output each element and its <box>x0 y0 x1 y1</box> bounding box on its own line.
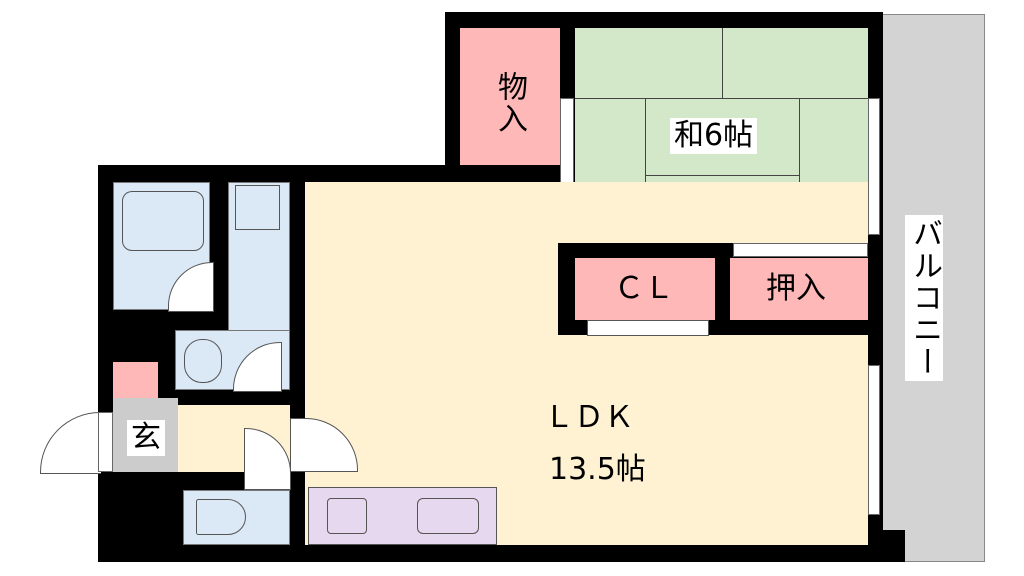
oshiire-sliding-door <box>733 243 868 257</box>
tatami-line <box>799 98 800 243</box>
closet-door <box>587 320 709 336</box>
oshiire-label: 押入 <box>766 271 826 306</box>
tatami-line <box>645 98 646 243</box>
toilet-room <box>183 490 290 545</box>
shoe-cabinet <box>113 362 158 398</box>
tatami-line <box>575 98 868 99</box>
kitchen-counter <box>308 487 497 545</box>
entrance: 玄 <box>113 398 178 472</box>
wall-ldk-top-left <box>305 165 560 182</box>
ldk-label: ＬＤＫ <box>544 400 634 435</box>
front-door-frame <box>98 412 113 472</box>
balcony: バルコニー <box>880 14 985 562</box>
ldk-upper-gap <box>305 182 560 243</box>
ldk-window <box>868 365 880 515</box>
storage-room: 物入 <box>460 28 560 165</box>
closet-room: ＣＬ <box>575 258 715 320</box>
japanese-room-window <box>868 98 880 235</box>
bathtub-icon <box>122 191 204 251</box>
oshiire-room: 押入 <box>730 258 868 320</box>
front-door <box>40 412 101 474</box>
wash-basin-icon <box>184 339 222 383</box>
japanese-room-label: 和6帖 <box>670 118 758 154</box>
tatami-line <box>722 28 723 98</box>
storage-label: 物入 <box>492 71 527 135</box>
sink-icon <box>417 498 479 534</box>
stove-icon <box>327 498 367 534</box>
ldk-size-label: 13.5帖 <box>549 452 646 487</box>
tatami-line <box>645 175 799 176</box>
washing-machine-icon <box>235 185 280 230</box>
balcony-label: バルコニー <box>905 215 943 381</box>
closet-label: ＣＬ <box>614 271 674 306</box>
toilet-icon <box>196 499 246 535</box>
entrance-label: 玄 <box>127 420 165 456</box>
